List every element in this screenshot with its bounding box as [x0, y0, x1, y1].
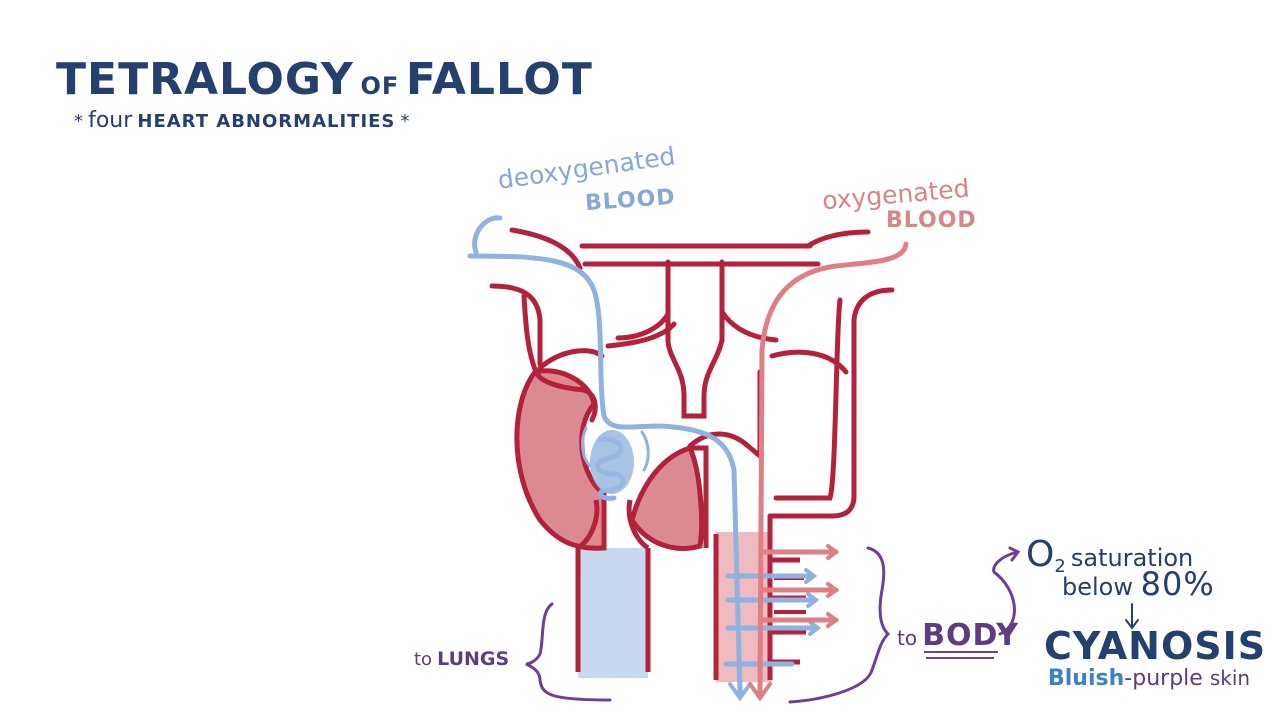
oxygenated-arrowheads	[748, 544, 840, 702]
subtitle-lower: four	[88, 108, 133, 133]
cyanosis-label: CYANOSIS	[1044, 624, 1267, 668]
page-subtitle: * four HEART ABNORMALITIES *	[74, 108, 410, 133]
skin-dash: -	[1124, 666, 1133, 691]
percent-text: 80%	[1140, 565, 1215, 603]
turbulence-marks	[581, 426, 650, 472]
oxygenated-blood-label: BLOOD	[886, 208, 977, 233]
pulmonary-artery	[575, 548, 651, 678]
title-word-1: TETRALOGY	[56, 54, 354, 105]
heart-outline	[489, 227, 895, 519]
to-lungs-label: to LUNGS	[414, 648, 509, 670]
lungs-word: LUNGS	[437, 648, 510, 670]
title-word-2: OF	[360, 72, 400, 100]
below-text: below	[1062, 573, 1133, 601]
subtitle-star-right: *	[400, 111, 410, 132]
skin-purple: purple	[1132, 666, 1203, 691]
ventricular-septum	[690, 445, 709, 548]
to-body-label: to BODY	[897, 618, 1019, 653]
below-80-label: below 80%	[1062, 565, 1215, 603]
o2-subscript: 2	[1054, 556, 1066, 577]
down-arrow	[1125, 603, 1139, 630]
o2-symbol: O	[1026, 534, 1055, 575]
subtitle-caps: HEART ABNORMALITIES	[137, 111, 396, 132]
pulmonary-stenosis	[576, 499, 650, 551]
skin-color-label: Bluish-purple skin	[1048, 666, 1250, 691]
oxygenated-flow	[757, 241, 909, 695]
lungs-to: to	[414, 649, 433, 670]
deoxygenated-arrowheads	[728, 568, 822, 702]
lungs-brace	[525, 602, 612, 702]
deoxygenated-swirl	[590, 430, 634, 494]
title-word-3: FALLOT	[405, 54, 593, 105]
left-ventricle	[629, 444, 705, 551]
body-to-note-arrow	[992, 546, 1021, 636]
o2-saturation-label: O2 saturation	[1026, 534, 1194, 577]
body-underline	[924, 651, 998, 659]
skin-word: skin	[1209, 666, 1251, 690]
skin-bluish: Bluish	[1048, 666, 1125, 691]
body-to: to	[897, 626, 918, 650]
atrial-walls	[533, 369, 598, 423]
saturation-text: saturation	[1070, 544, 1194, 572]
body-brace	[788, 546, 891, 704]
body-word: BODY	[922, 618, 1019, 653]
subtitle-star-left: *	[74, 111, 83, 132]
page-title: TETRALOGY OF FALLOT	[56, 54, 593, 105]
